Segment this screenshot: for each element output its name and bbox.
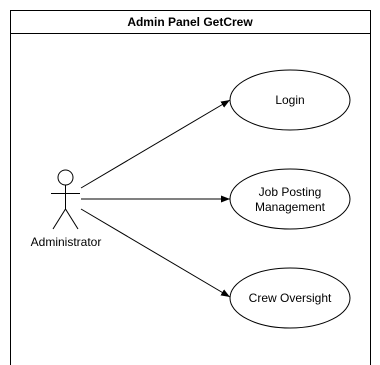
actor-administrator: Administrator [31, 169, 102, 249]
use-case-ellipse [229, 267, 351, 329]
use-case-crew-oversight: Crew Oversight [229, 267, 351, 329]
use-case-login: Login [229, 69, 351, 131]
system-title: Admin Panel GetCrew [127, 15, 253, 29]
association-crew-oversight [80, 208, 231, 298]
association-login [80, 99, 231, 189]
actor-stick-figure-icon [51, 169, 80, 230]
use-case-ellipse [229, 69, 351, 131]
use-case-label-line-2: Management [255, 200, 326, 214]
actor-label: Administrator [31, 235, 102, 249]
use-case-label: Crew Oversight [249, 291, 332, 305]
use-case-ellipse [229, 168, 351, 230]
use-case-job-posting-management: Job Posting Management [229, 168, 351, 230]
system-boundary: Admin Panel GetCrew [10, 10, 371, 365]
use-case-label: Login [275, 93, 304, 107]
use-case-label-line-1: Job Posting [259, 185, 322, 199]
associations [80, 99, 231, 298]
